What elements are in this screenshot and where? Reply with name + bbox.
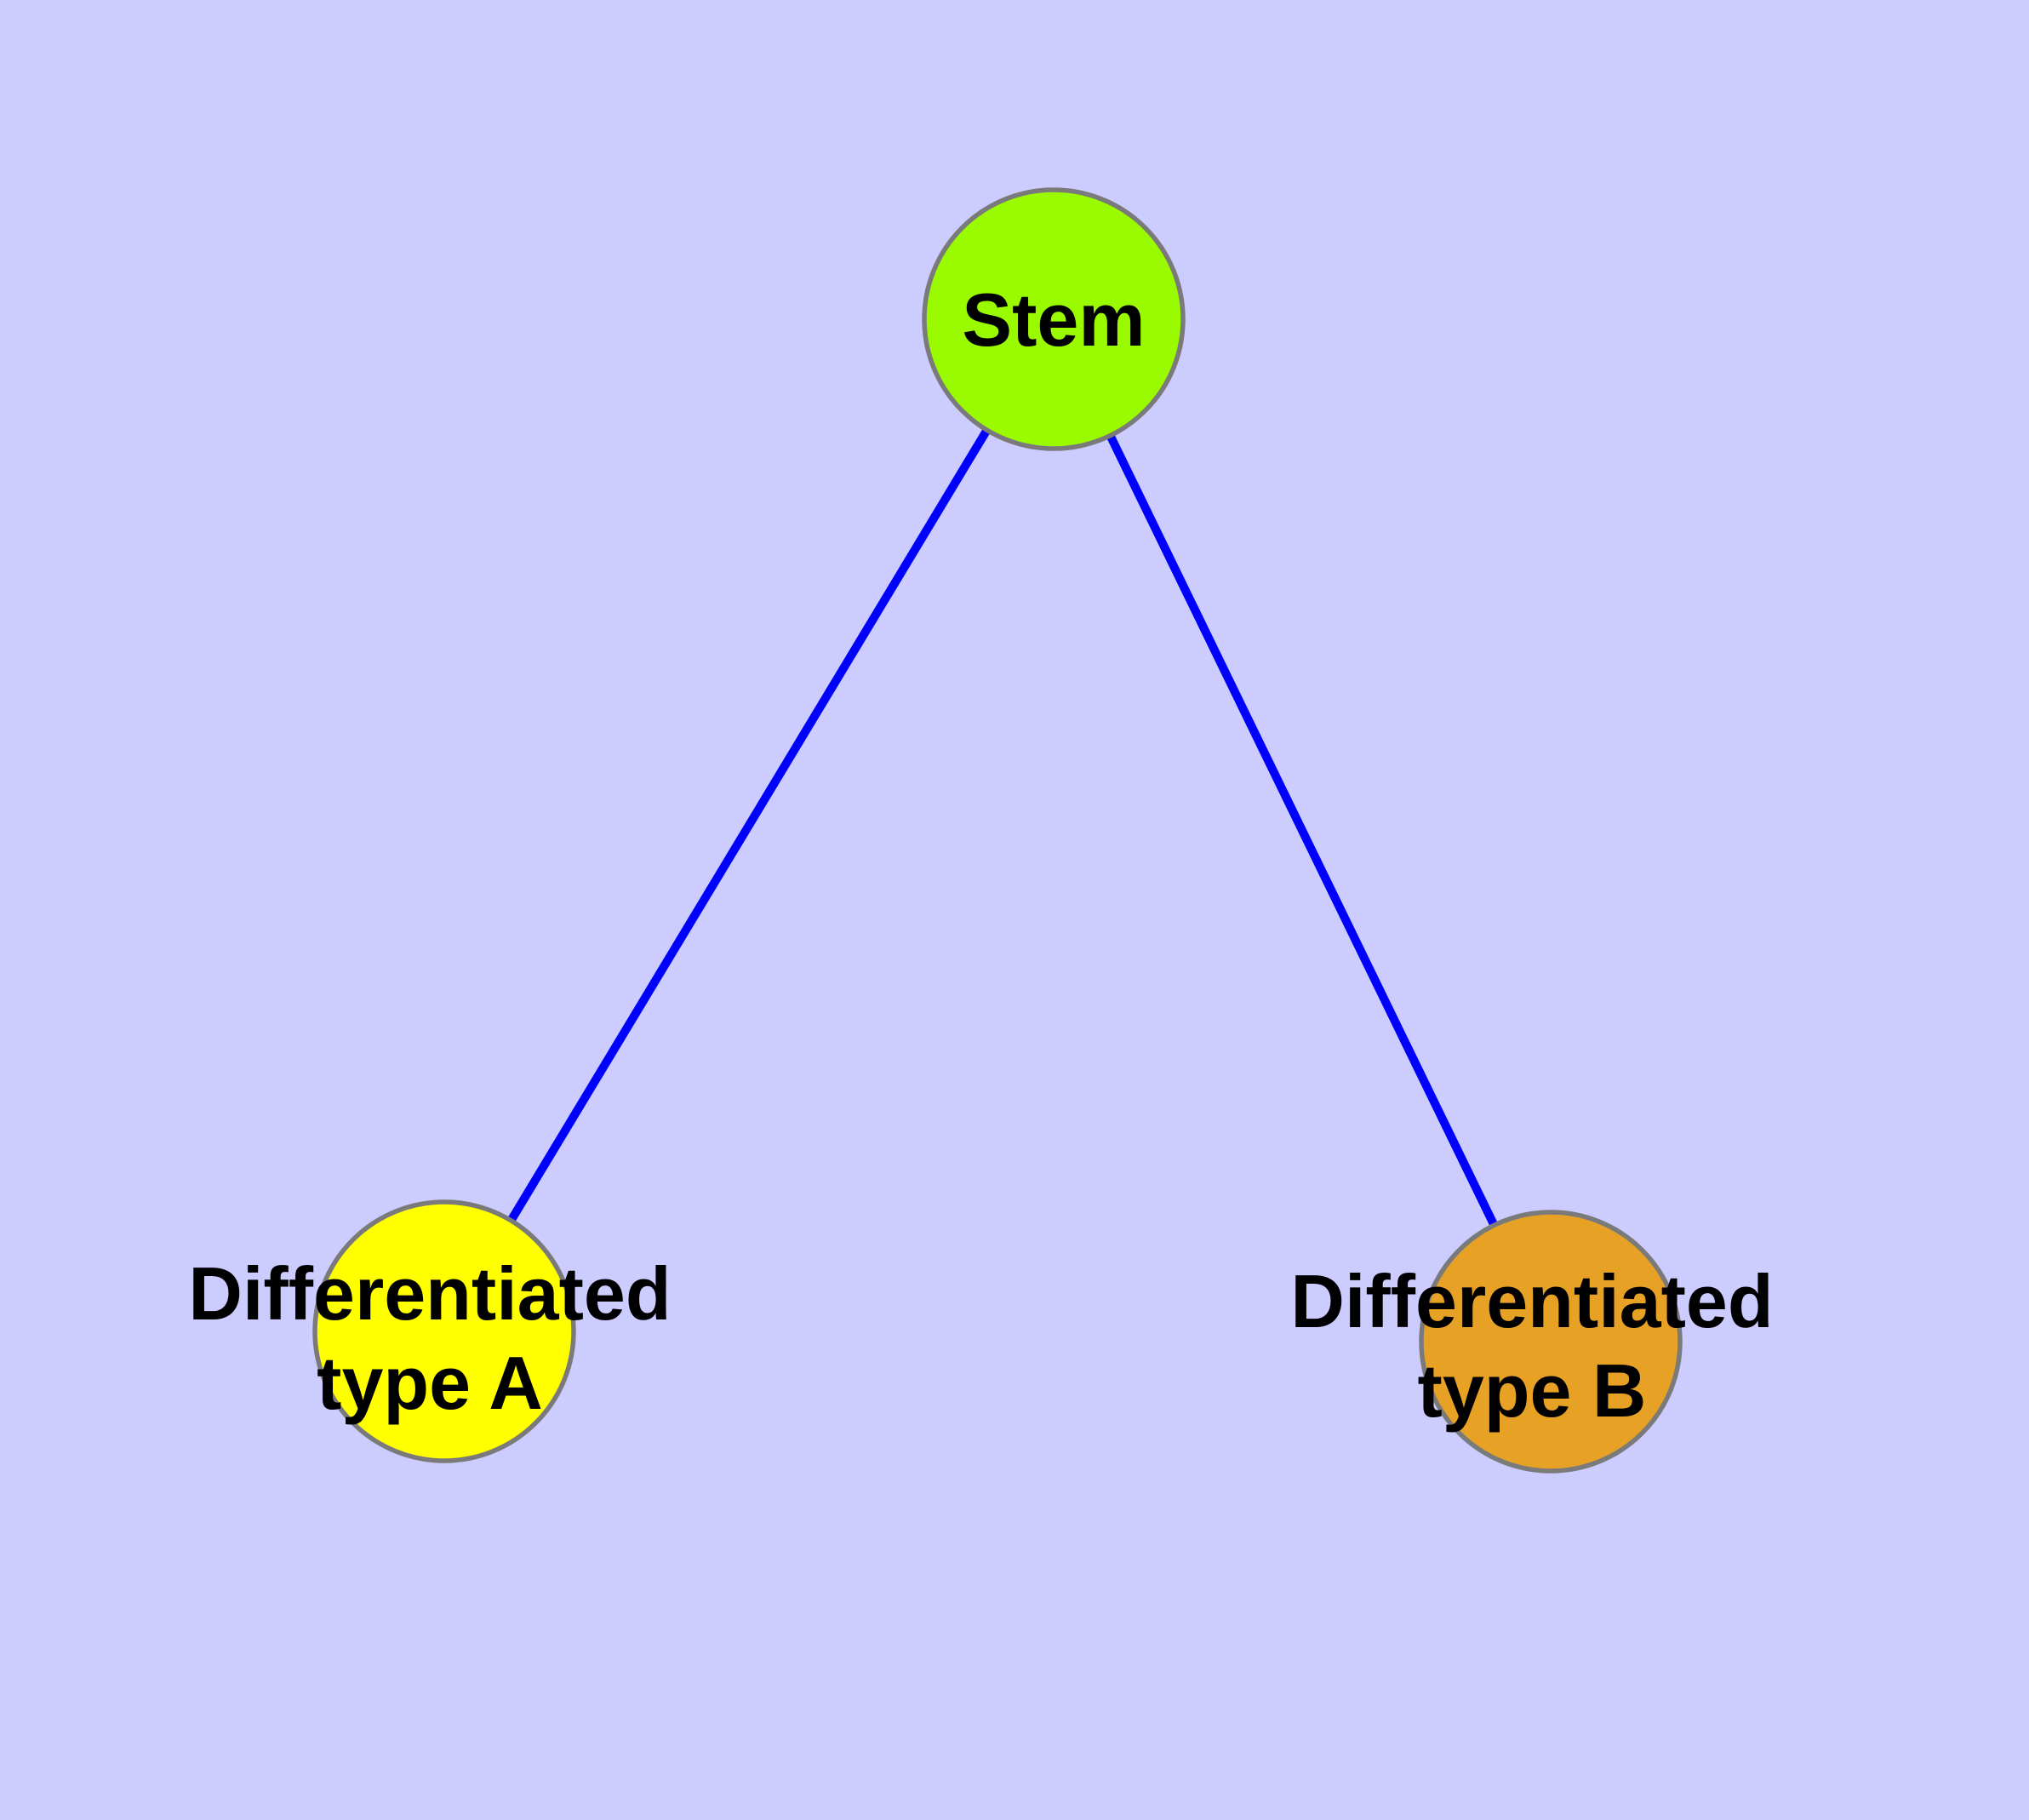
node-stem-circle — [922, 187, 1186, 451]
node-differentiated-type-b-label-line2: type B — [1418, 1348, 1647, 1433]
node-differentiated-type-b: Differentiated type B — [1290, 1210, 1774, 1474]
node-differentiated-type-a-label-line1: Differentiated — [188, 1251, 671, 1336]
node-differentiated-type-a-circle — [312, 1199, 576, 1463]
node-stem-label: Stem — [962, 278, 1145, 362]
edge-stem-to-type-a — [440, 317, 1058, 1334]
node-stem: Stem — [922, 187, 1186, 451]
node-differentiated-type-b-label-line1: Differentiated — [1290, 1259, 1773, 1343]
node-differentiated-type-a-label-line2: type A — [317, 1341, 543, 1425]
node-differentiated-type-a: Differentiated type A — [188, 1199, 672, 1463]
node-differentiated-type-b-circle — [1419, 1210, 1683, 1474]
edge-stem-to-type-b — [1049, 317, 1555, 1344]
